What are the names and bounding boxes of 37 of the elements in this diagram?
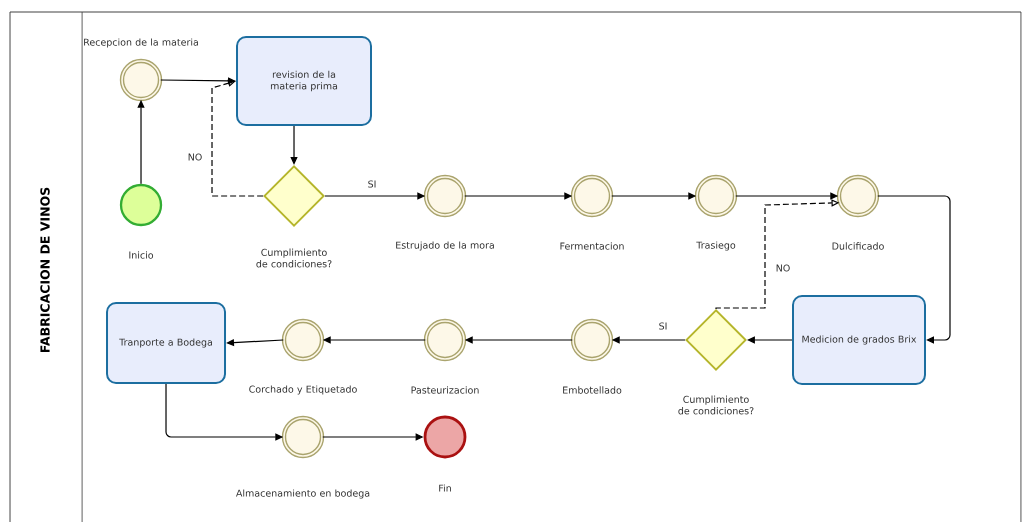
end-event-circle [423, 415, 467, 459]
task-box: revision de la materia prima [236, 36, 372, 126]
event-label: Dulcificado [832, 242, 884, 250]
event-circle [119, 58, 163, 102]
event-label: Estrujado de la mora [396, 241, 494, 251]
event-label: Fermentacion [560, 242, 624, 250]
event-circle [694, 174, 738, 218]
event-circle [423, 318, 467, 362]
event-label: Pasteurizacion [411, 386, 479, 394]
task-box: Medicion de grados Brix [792, 295, 926, 385]
edge-label: SI [657, 320, 669, 332]
event-label: Trasiego [696, 241, 736, 251]
edge-label: NO [186, 151, 204, 163]
event-label: Fin [439, 484, 451, 492]
lane-title: FABRICACION DE VINOS [40, 187, 50, 353]
event-circle [423, 174, 467, 218]
event-circle [281, 318, 325, 362]
event-label: Cumplimiento de condiciones? [678, 395, 754, 415]
event-label: Corchado y Etiquetado [249, 385, 357, 395]
event-label: Recepcion de la materia [84, 38, 198, 48]
event-label: Inicio [129, 251, 154, 259]
event-label: Cumplimiento de condiciones? [256, 248, 332, 268]
arrow [877, 195, 951, 344]
arrow [211, 79, 264, 197]
event-circle [281, 415, 325, 459]
task-box: Tranporte a Bodega [106, 302, 226, 384]
edge-label: SI [366, 178, 378, 190]
start-event-circle [119, 183, 163, 227]
arrow [160, 77, 236, 85]
event-circle [570, 318, 614, 362]
gateway-diamond [685, 309, 747, 371]
edge-label: NO [774, 262, 792, 274]
event-circle [836, 174, 880, 218]
event-label: Embotellado [563, 386, 622, 394]
event-circle [570, 174, 614, 218]
gateway-diamond [263, 165, 325, 227]
event-label: Almacenamiento en bodega [236, 489, 370, 499]
